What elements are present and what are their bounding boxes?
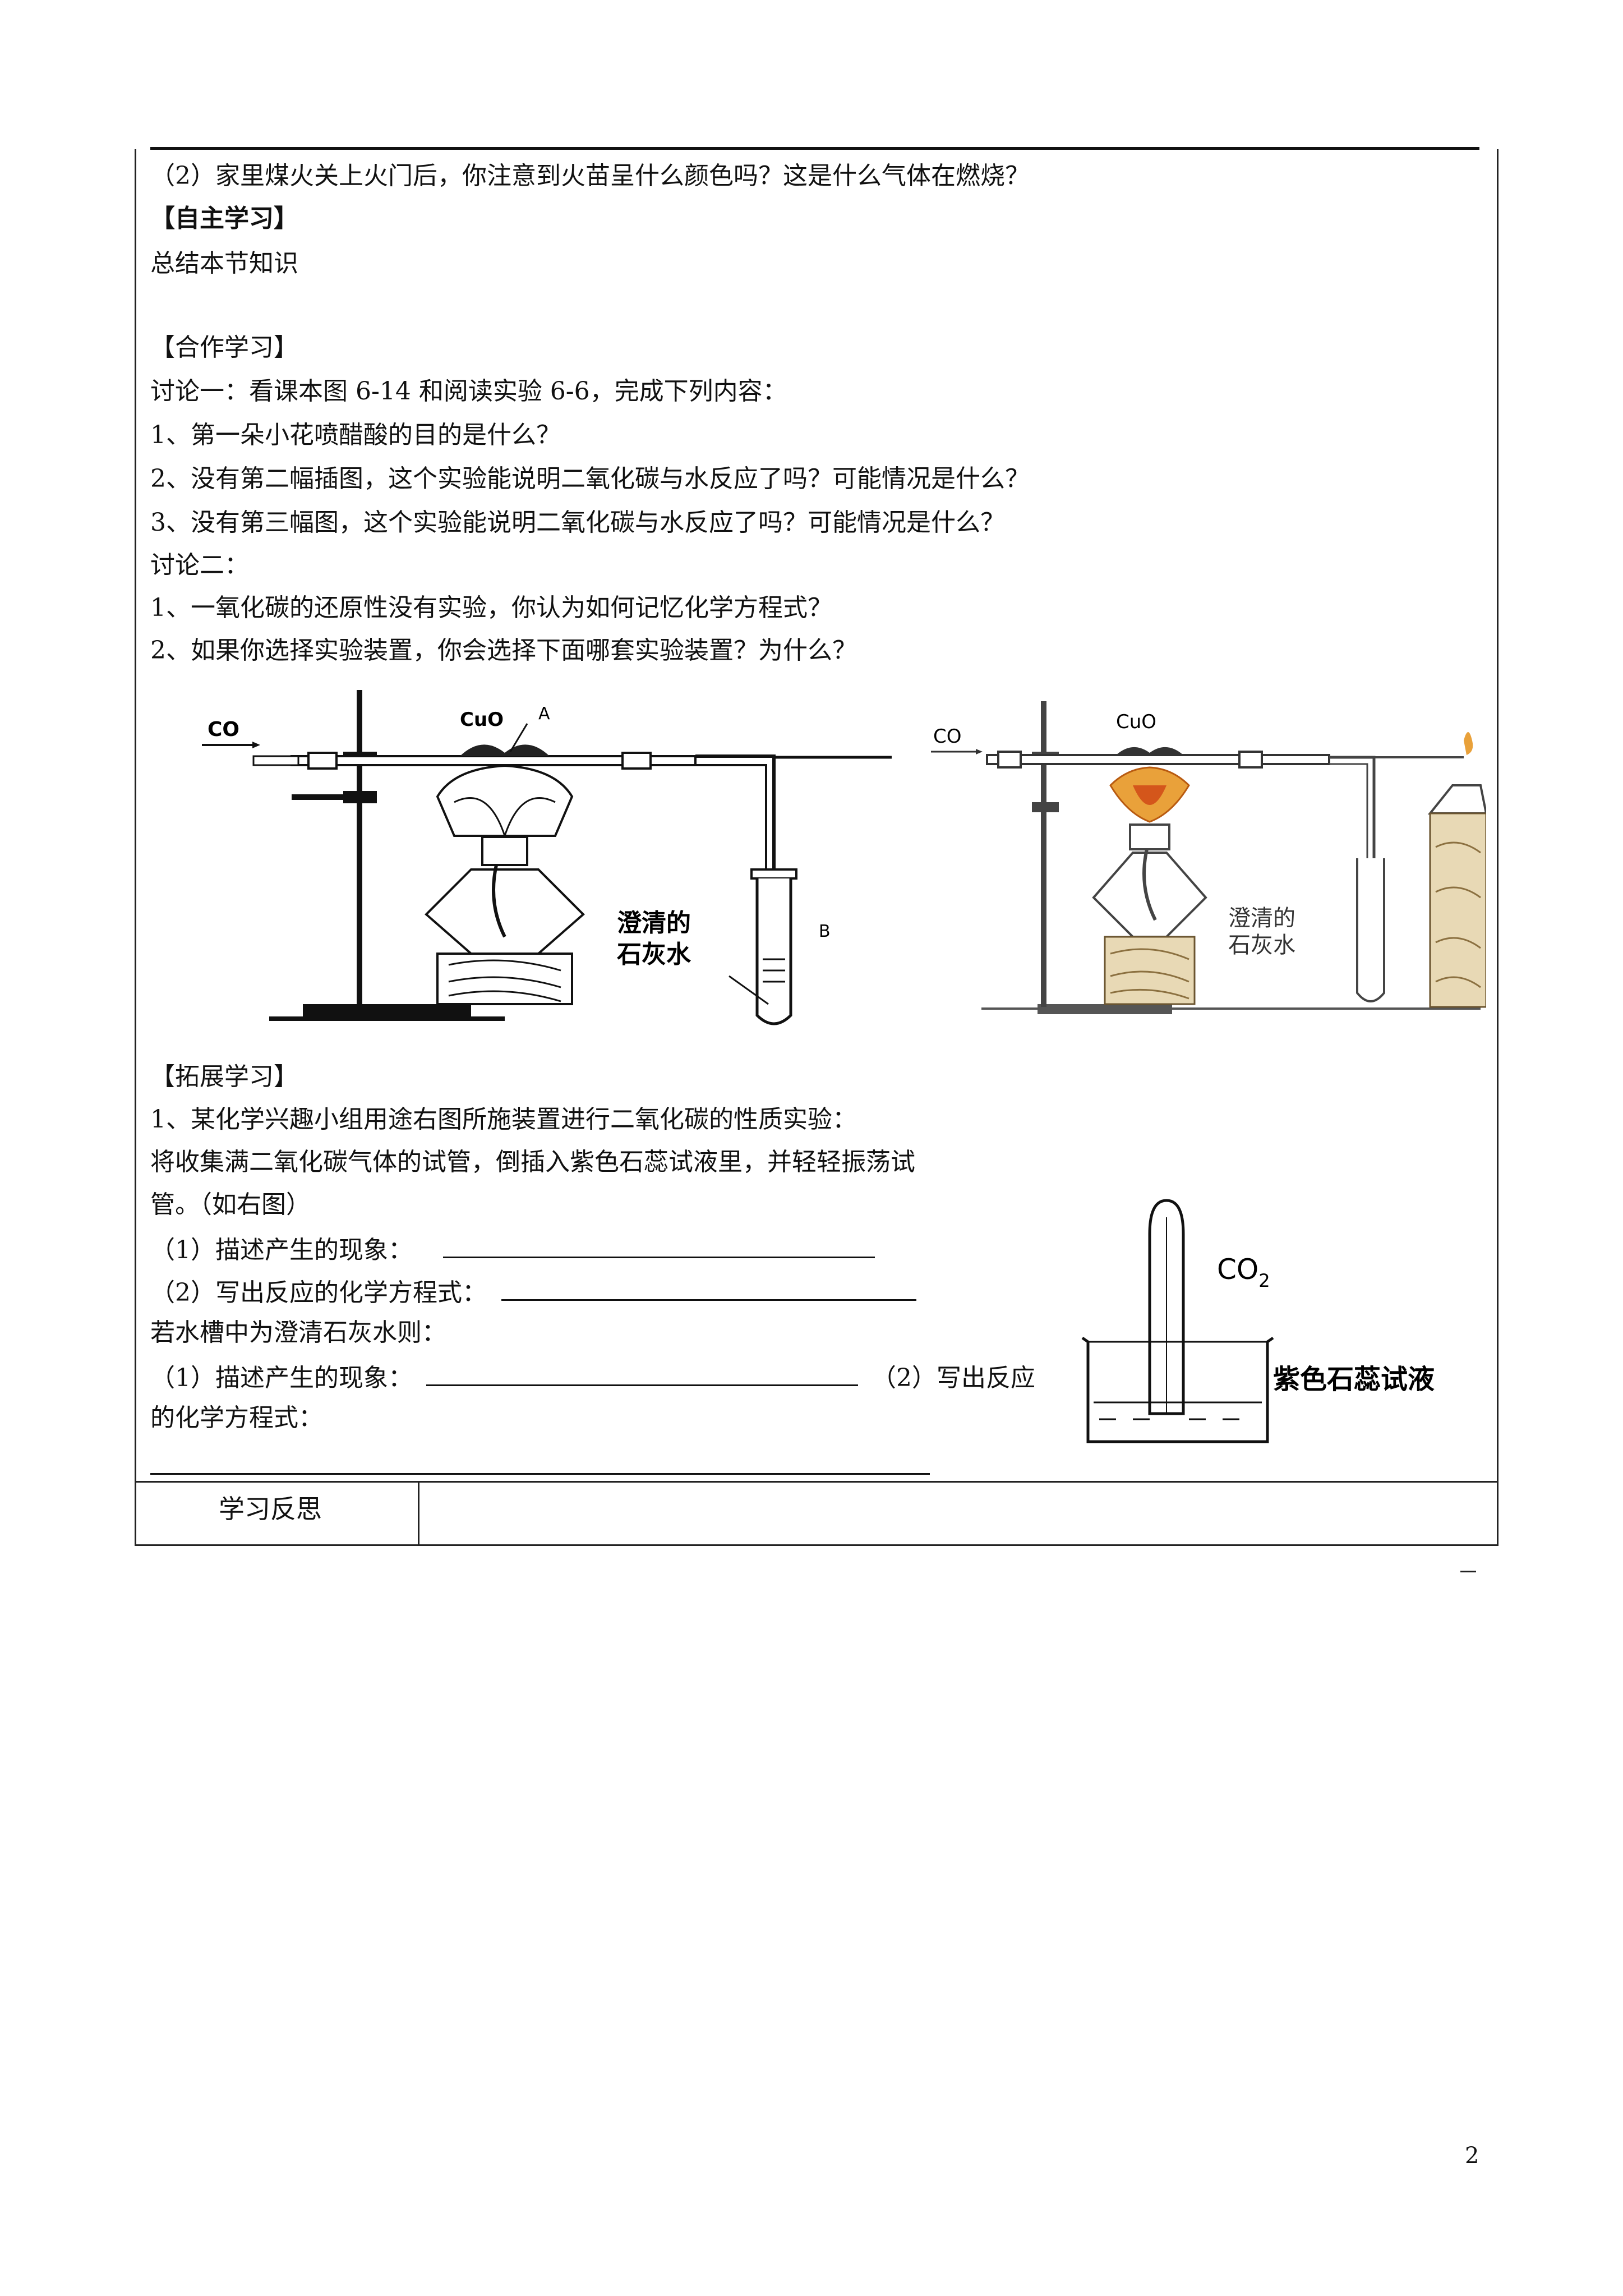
discussion-2-q2: 2、如果你选择实验装置，你会选择下面哪套实验装置？为什么？: [150, 636, 857, 665]
apparatus-figure-left: CO CuO A B 澄清的 石灰水: [191, 690, 903, 1038]
footer-row-divider: [135, 1481, 1498, 1483]
extension-sub-2-label: （2）写出反应的化学方程式：: [150, 1278, 487, 1307]
intro-question-2: （2）家里煤火关上火门后，你注意到火苗呈什么颜色吗？这是什么气体在燃烧？: [150, 162, 1030, 190]
header-rule: [150, 147, 1479, 150]
self-study-heading: 【自主学习】: [150, 204, 298, 233]
extension-sub-1-label: （1）描述产生的现象：: [150, 1236, 413, 1264]
discussion-2: 讨论二：: [150, 551, 249, 579]
answer-blank-phenomenon[interactable]: [443, 1231, 875, 1258]
litmus-solution-label: 紫色石蕊试液: [1273, 1364, 1435, 1395]
extension-q1-text-b: 管。（如右图）: [150, 1190, 311, 1219]
apparatus-figure-right: CO CuO 澄清的 石灰水: [925, 701, 1486, 1038]
extension-sub-2: （2）写出反应的化学方程式：: [150, 1273, 916, 1310]
footer-column-divider: [418, 1481, 419, 1546]
cuo-label-right: CuO: [1116, 711, 1156, 733]
co-label-right: CO: [933, 725, 962, 748]
discussion-1-q2: 2、没有第二幅插图，这个实验能说明二氧化碳与水反应了吗？可能情况是什么？: [150, 464, 1030, 493]
worksheet-frame: [135, 149, 1498, 1546]
co2-label-sub: 2: [1258, 1270, 1270, 1291]
extension-heading: 【拓展学习】: [150, 1062, 298, 1091]
co2-label-main: CO: [1217, 1253, 1258, 1286]
co-label-left: CO: [208, 718, 239, 741]
extension-sub-3-label: （1）描述产生的现象：: [150, 1364, 413, 1392]
limewater-condition: 若水槽中为澄清石灰水则：: [150, 1318, 446, 1347]
extension-q1-text-a: 将收集满二氧化碳气体的试管，倒插入紫色石蕊试液里，并轻轻振荡试: [150, 1148, 915, 1176]
beaker-figure: CO2 紫色石蕊试液: [1066, 1195, 1492, 1458]
discussion-1: 讨论一：看课本图 6-14 和阅读实验 6-6，完成下列内容：: [150, 377, 787, 406]
discussion-1-q1: 1、第一朵小花喷醋酸的目的是什么？: [150, 421, 561, 449]
answer-blank-limewater-phenomenon[interactable]: [426, 1359, 858, 1386]
answer-blank-equation[interactable]: [501, 1273, 916, 1301]
label-b: B: [819, 922, 831, 941]
discussion-2-q1: 1、一氧化碳的还原性没有实验，你认为如何记忆化学方程式？: [150, 593, 832, 622]
label-a: A: [538, 704, 550, 724]
self-study-text: 总结本节知识: [150, 249, 298, 278]
co2-label: CO2: [1217, 1253, 1270, 1291]
cuo-label-left: CuO: [460, 708, 504, 731]
extension-sub-3: （1）描述产生的现象： （2）写出反应: [150, 1359, 1035, 1395]
extension-sub-4-label: （2）写出反应: [872, 1364, 1035, 1392]
page-number: 2: [1465, 2143, 1479, 2169]
extension-q1: 1、某化学兴趣小组用途右图所施装置进行二氧化碳的性质实验：: [150, 1105, 857, 1134]
answer-blank-limewater-equation[interactable]: [150, 1447, 930, 1475]
reflection-label: 学习反思: [219, 1494, 322, 1524]
margin-mark: [1460, 1571, 1476, 1572]
limewater-label-right-2: 石灰水: [1228, 932, 1295, 958]
limewater-label-right-1: 澄清的: [1228, 905, 1295, 931]
extension-sub-1: （1）描述产生的现象：: [150, 1231, 875, 1267]
coop-study-heading: 【合作学习】: [150, 333, 298, 362]
extension-sub-4b: 的化学方程式：: [150, 1404, 323, 1432]
discussion-1-q3: 3、没有第三幅图，这个实验能说明二氧化碳与水反应了吗？可能情况是什么？: [150, 508, 1005, 537]
limewater-label-left-2: 石灰水: [617, 940, 691, 969]
limewater-label-left-1: 澄清的: [617, 909, 691, 937]
